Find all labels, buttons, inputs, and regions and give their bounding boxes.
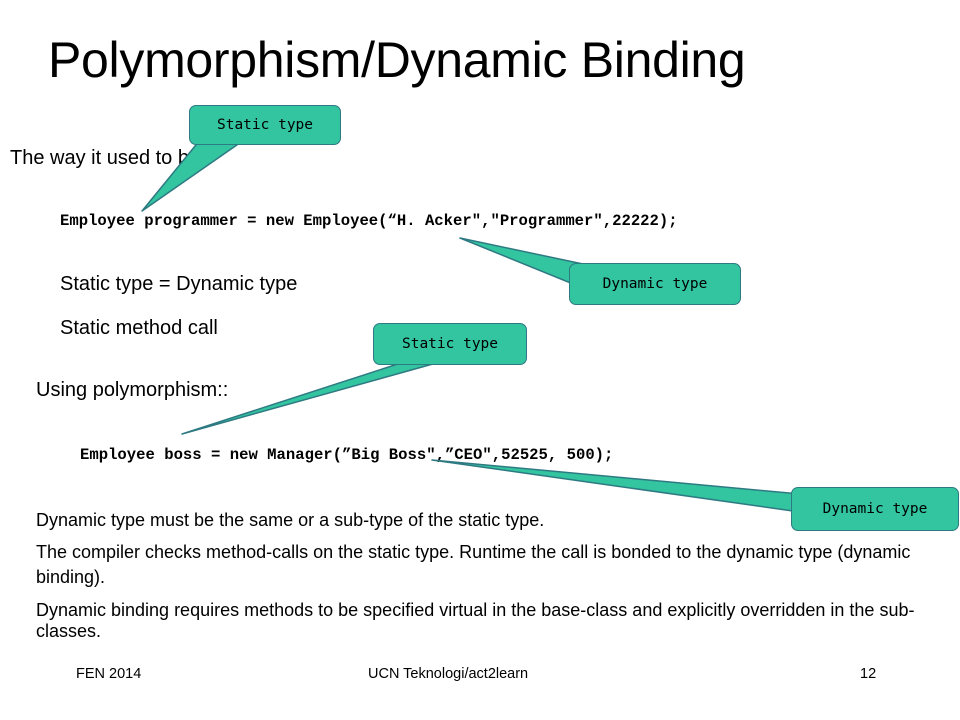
paragraph-virtual-methods: Dynamic binding requires methods to be s…	[36, 600, 915, 641]
static-equals-dynamic-text: Static type = Dynamic type	[60, 273, 298, 295]
static-method-call-text: Static method call	[60, 317, 218, 339]
polymorphism-heading: Using polymorphism::	[36, 379, 229, 401]
callout-dynamic-type-2: Dynamic type	[791, 487, 959, 531]
pointer-dynamic-type-1	[459, 237, 584, 289]
code-line-manager: Employee boss = new Manager(”Big Boss",”…	[80, 446, 614, 464]
pointer-static-type-2	[181, 361, 441, 435]
footer-left: FEN 2014	[76, 666, 142, 682]
intro-text: The way it used to be:	[10, 147, 206, 169]
pointer-static-type-1	[141, 139, 245, 212]
page-number: 12	[860, 666, 877, 682]
paragraph-compiler-checks: The compiler checks method-calls on the …	[36, 542, 911, 587]
pointer-dynamic-type-2	[431, 459, 801, 513]
callout-static-type-2: Static type	[373, 323, 527, 365]
callout-static-type-1: Static type	[189, 105, 341, 145]
paragraph-subtype: Dynamic type must be the same or a sub-t…	[36, 510, 545, 530]
slide-title: Polymorphism/Dynamic Binding	[48, 32, 746, 88]
footer-center: UCN Teknologi/act2learn	[368, 666, 529, 682]
callout-dynamic-type-1: Dynamic type	[569, 263, 741, 305]
code-line-employee: Employee programmer = new Employee(“H. A…	[60, 212, 678, 230]
